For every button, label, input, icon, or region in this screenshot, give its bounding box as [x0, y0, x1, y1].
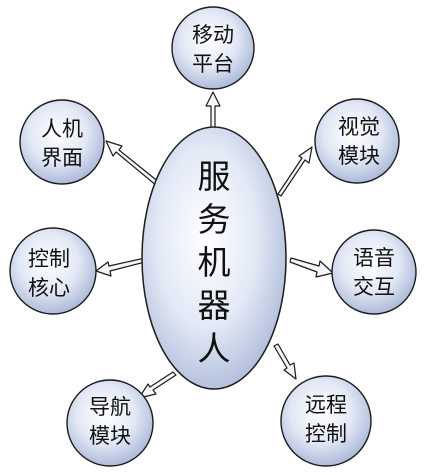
center-char-2: 务: [198, 200, 231, 239]
node-voice: 语音 交互: [331, 229, 417, 315]
node-hmi-line2: 界面: [41, 146, 83, 170]
node-control-line2: 核心: [28, 276, 70, 300]
arrow-to-remote: [273, 343, 297, 380]
node-navigation-line2: 模块: [89, 424, 131, 448]
node-voice-line1: 语音: [353, 246, 395, 270]
node-navigation: 导航 模块: [66, 379, 154, 467]
node-vision-line2: 模块: [338, 144, 380, 168]
node-remote-line2: 控制: [305, 422, 347, 446]
arrow-to-mobile-platform: [205, 91, 221, 129]
node-vision-line1: 视觉: [338, 115, 380, 139]
center-char-4: 器: [198, 286, 231, 325]
node-voice-line2: 交互: [353, 275, 395, 299]
center-char-3: 机: [198, 243, 231, 282]
node-hmi: 人机 界面: [19, 99, 105, 185]
node-hmi-line1: 人机: [41, 117, 83, 141]
node-mobile-line1: 移动: [192, 23, 234, 47]
center-char-1: 服: [198, 157, 231, 196]
node-control-line1: 控制: [28, 247, 70, 271]
center-char-5: 人: [198, 329, 231, 368]
node-vision: 视觉 模块: [314, 98, 400, 184]
center-node: 服 务 机 器 人: [141, 126, 287, 390]
node-mobile-platform: 移动 平台: [171, 6, 255, 90]
node-remote: 远程 控制: [280, 375, 372, 467]
node-navigation-line1: 导航: [89, 395, 131, 419]
node-remote-line1: 远程: [305, 393, 347, 417]
node-control-core: 控制 核心: [9, 227, 97, 315]
arrow-to-navigation: [138, 371, 177, 399]
arrow-to-control-core: [95, 257, 146, 277]
node-mobile-line2: 平台: [192, 52, 234, 76]
arrows-group: [95, 91, 334, 399]
arrow-to-voice: [289, 257, 334, 278]
arrow-to-vision: [277, 146, 313, 197]
arrow-to-hmi: [105, 140, 161, 187]
